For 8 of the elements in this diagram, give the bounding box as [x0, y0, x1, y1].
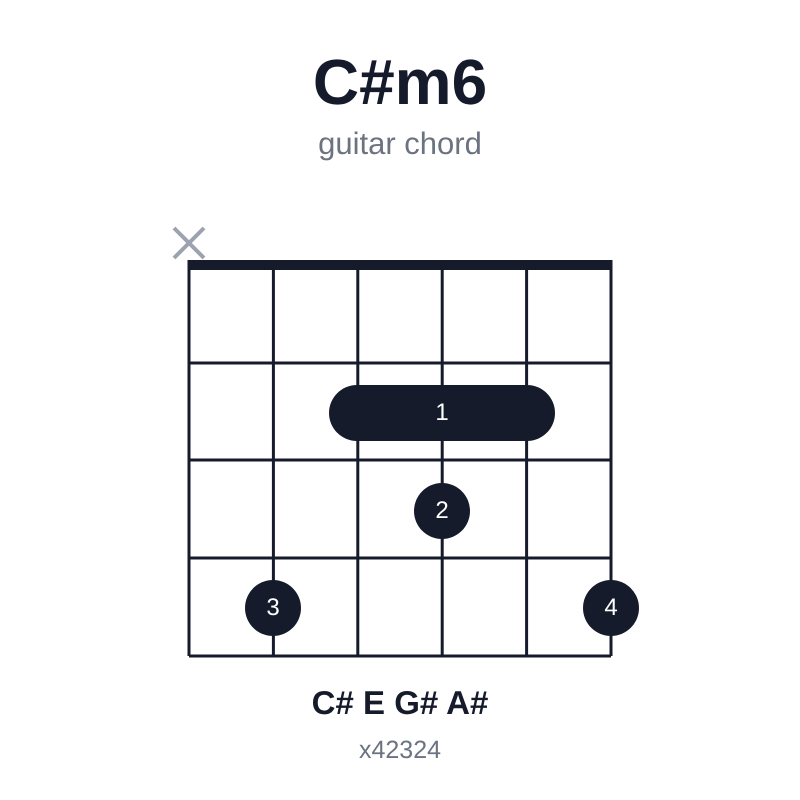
finger-dot: 2 [414, 483, 470, 539]
chord-title: C#m6 [312, 45, 488, 119]
fingering-code: x42324 [358, 736, 442, 765]
finger-dot: 4 [583, 580, 639, 636]
chord-notes: C# E G# A# [312, 684, 488, 722]
barre-marker: 1 [329, 385, 555, 441]
chord-subtitle: guitar chord [318, 126, 482, 162]
finger-dot: 3 [245, 580, 301, 636]
